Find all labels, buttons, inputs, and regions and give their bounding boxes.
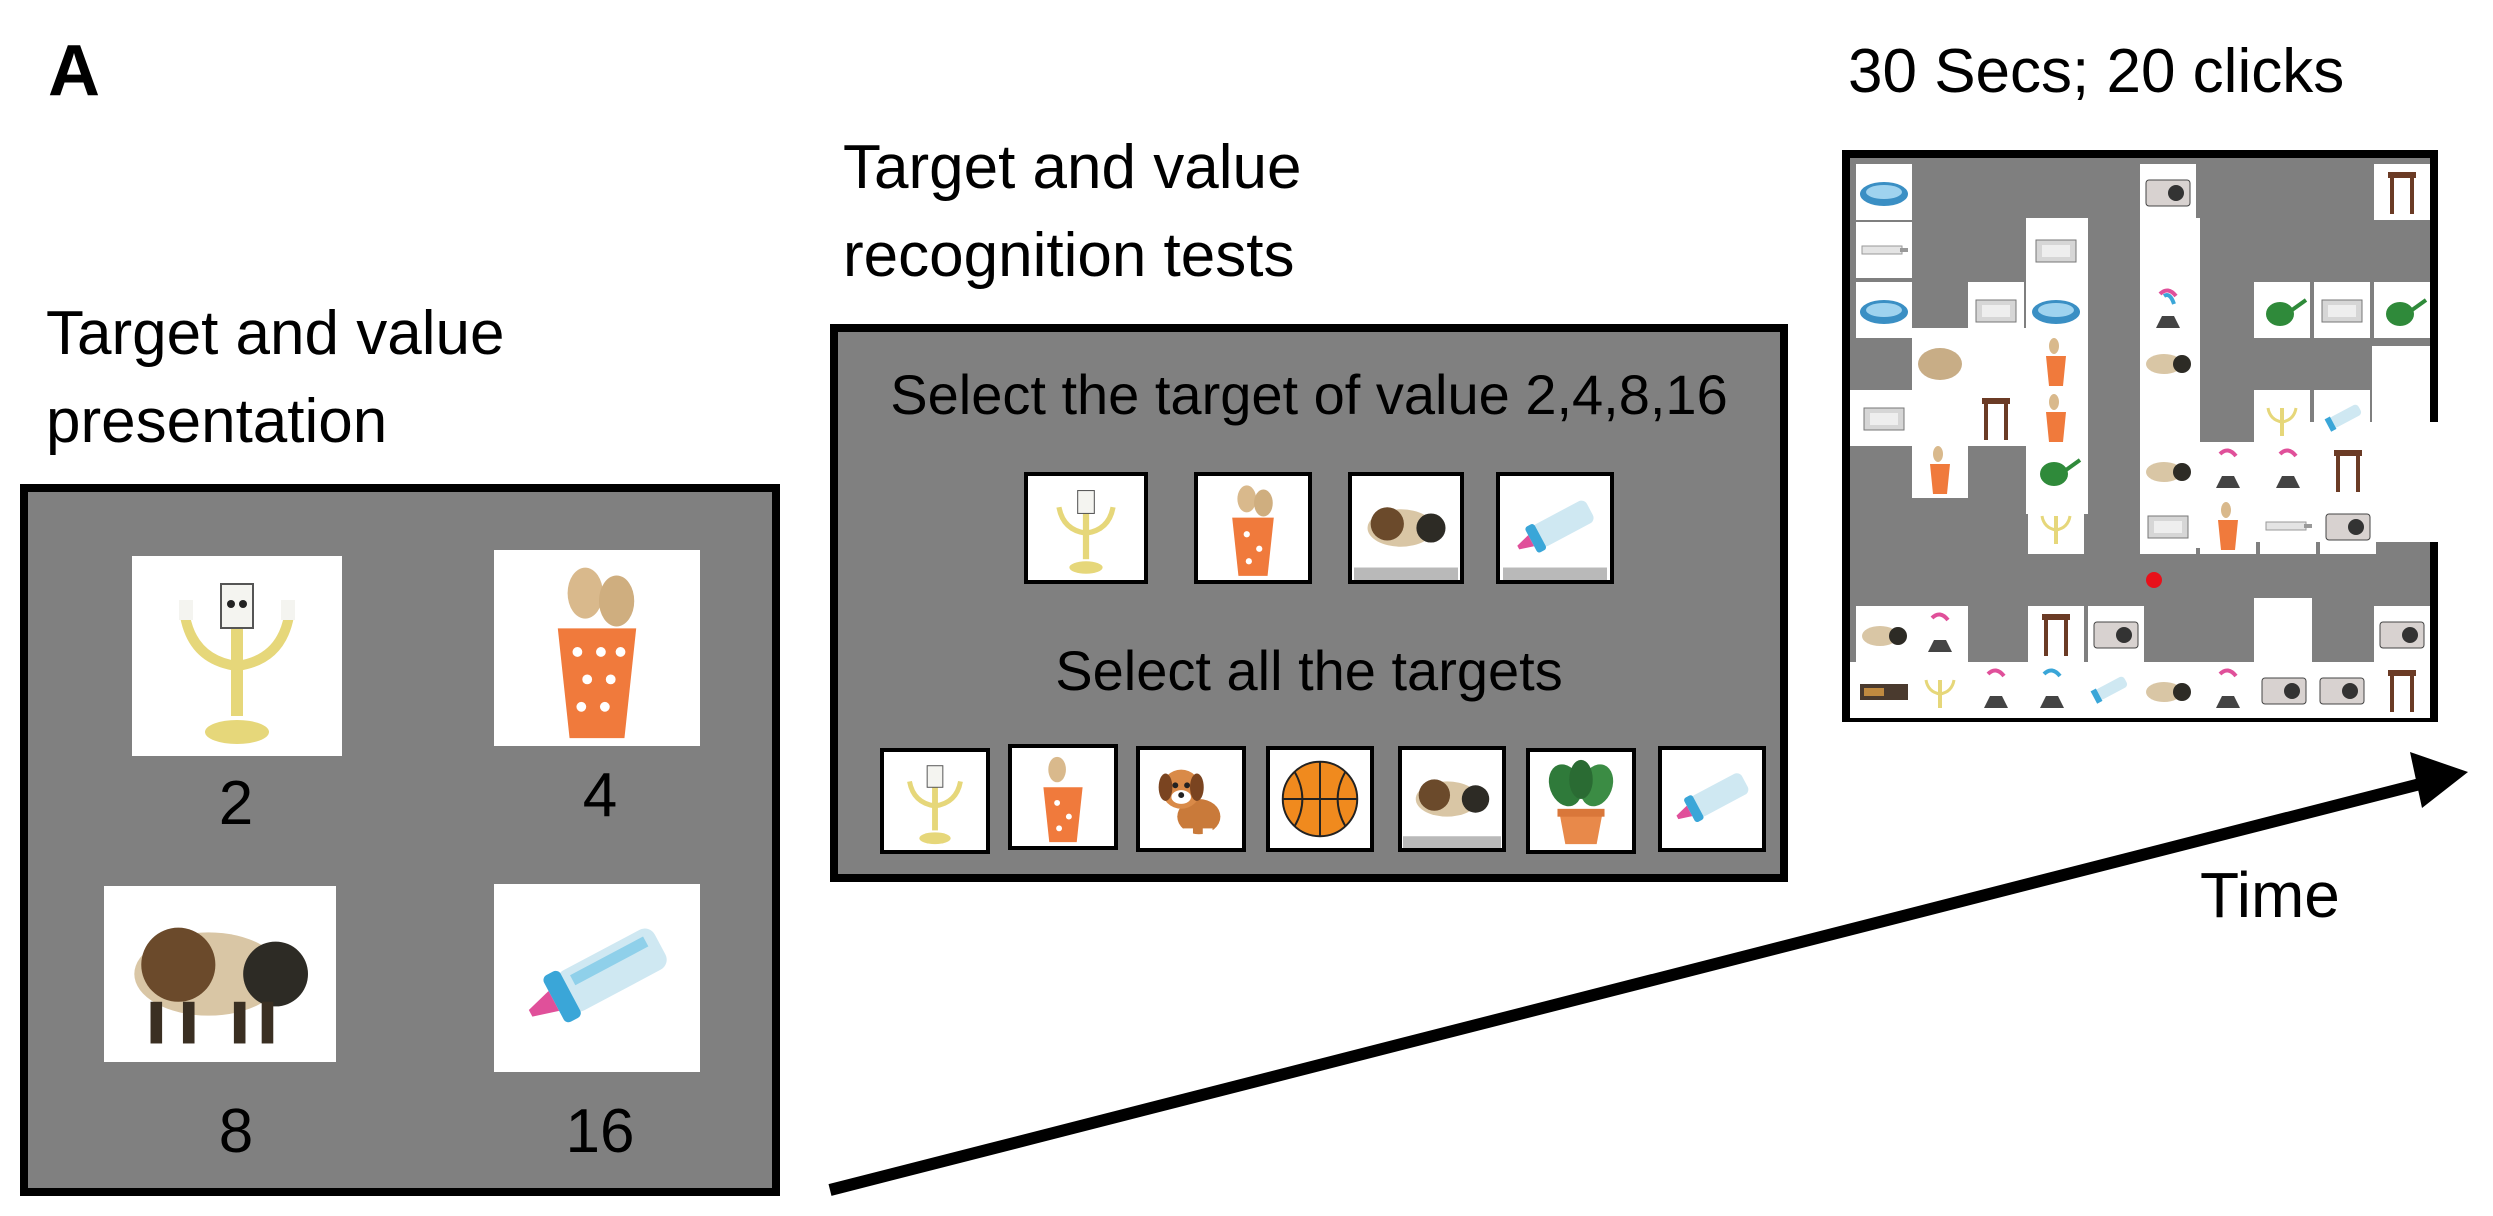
- tray-icon: [2314, 282, 2370, 338]
- maze-corridor: [2372, 346, 2430, 426]
- spoon-cup-icon: [494, 550, 700, 746]
- presentation-panel: 2 4 8 16: [20, 484, 780, 1196]
- camera-icon: [2256, 662, 2312, 718]
- side-table-icon: [2320, 442, 2376, 498]
- recognition-panel: Select the target of value 2,4,8,16: [830, 324, 1788, 882]
- cake-stand-icon: [2200, 442, 2256, 498]
- spoon-cup-icon: [2028, 390, 2084, 446]
- value-recognition-prompt: Select the target of value 2,4,8,16: [890, 363, 1728, 426]
- candelabra-icon: [2028, 498, 2084, 554]
- presentation-heading-line2: presentation: [46, 387, 388, 456]
- cake-stand-icon: [2260, 442, 2316, 498]
- candelabra-icon: [907, 765, 963, 845]
- side-table-icon: [2374, 164, 2430, 220]
- presentation-value-1: 2: [218, 769, 254, 838]
- baby-bottle-icon: [1503, 500, 1607, 580]
- camera-icon: [2140, 164, 2196, 220]
- bison-icon: [1403, 779, 1501, 848]
- bison-icon: [104, 886, 336, 1062]
- bison-icon: [2140, 334, 2196, 390]
- bison-icon: [2140, 662, 2196, 718]
- spoon-cup-icon: [1232, 485, 1274, 576]
- bison-icon: [2140, 442, 2196, 498]
- presentation-heading: Target and value presentation: [46, 290, 504, 466]
- cake-stand-icon: [1968, 662, 2024, 718]
- boat-icon: [2028, 282, 2084, 338]
- boat-icon: [1856, 282, 1912, 338]
- candelabra-icon: [2254, 390, 2310, 446]
- all-choice-baby-bottle[interactable]: [1658, 746, 1766, 852]
- side-table-icon: [1968, 390, 2024, 446]
- tray-icon: [1856, 390, 1912, 446]
- all-choice-puppy[interactable]: [1136, 746, 1246, 852]
- all-choice-bison[interactable]: [1398, 746, 1506, 852]
- basketball-icon: [1281, 760, 1359, 838]
- baby-bottle-icon: [494, 884, 700, 1072]
- recognition-heading-line1: Target and value: [843, 133, 1302, 202]
- bison-icon: [1354, 507, 1458, 580]
- cake-stand-icon: [2024, 662, 2080, 718]
- cursor-dot: [2146, 572, 2162, 588]
- recognition-heading-line2: recognition tests: [843, 221, 1295, 290]
- value-choice-spoon-cup[interactable]: [1194, 472, 1312, 584]
- candelabra-icon: [1912, 662, 1968, 718]
- camera-icon: [2374, 606, 2430, 662]
- watering-can-icon: [2374, 282, 2430, 338]
- side-table-icon: [2028, 606, 2084, 662]
- all-targets-prompt: Select all the targets: [1055, 639, 1563, 702]
- cake-stand-icon: [2200, 662, 2256, 718]
- tray-icon: [2140, 498, 2196, 554]
- presentation-value-2: 4: [582, 761, 618, 830]
- candelabra-icon: [1056, 490, 1116, 574]
- search-heading: 30 Secs; 20 clicks: [1848, 37, 2345, 106]
- radio-icon: [1856, 662, 1912, 718]
- cake-stand-icon: [2140, 282, 2196, 338]
- camera-icon: [2088, 606, 2144, 662]
- value-choice-candelabra[interactable]: [1024, 472, 1148, 584]
- cutting-board-icon: [1856, 222, 1912, 278]
- watering-can-icon: [2254, 282, 2310, 338]
- camera-icon: [2314, 662, 2370, 718]
- bison-icon: [1856, 606, 1912, 662]
- presentation-heading-line1: Target and value: [46, 299, 505, 368]
- value-choice-baby-bottle[interactable]: [1496, 472, 1614, 584]
- boat-icon: [1856, 164, 1912, 220]
- watering-can-icon: [2028, 442, 2084, 498]
- panel-label: A: [48, 31, 100, 111]
- all-choice-potted-plant[interactable]: [1526, 748, 1636, 854]
- spoon-cup-icon: [2200, 498, 2256, 554]
- camera-icon: [2320, 498, 2376, 554]
- spoon-cup-icon: [1043, 756, 1083, 843]
- time-label: Time: [2200, 859, 2340, 931]
- search-maze-panel: [1842, 150, 2464, 722]
- candelabra-icon: [132, 556, 342, 756]
- tray-icon: [1968, 282, 2024, 338]
- cutting-board-icon: [2260, 498, 2316, 554]
- maze-corridor: [2254, 598, 2312, 664]
- side-table-icon: [2374, 662, 2430, 718]
- spoon-cup-icon: [2028, 334, 2084, 390]
- baby-bottle-icon: [1676, 773, 1749, 823]
- all-choice-basketball[interactable]: [1266, 746, 1374, 852]
- all-choice-spoon-cup[interactable]: [1008, 744, 1118, 850]
- presentation-value-4: 16: [565, 1097, 635, 1166]
- baby-bottle-icon: [2080, 662, 2136, 718]
- puppy-icon: [1158, 769, 1221, 841]
- cake-stand-icon: [1912, 606, 1968, 662]
- presentation-value-3: 8: [218, 1097, 254, 1166]
- baby-bottle-icon: [2314, 390, 2370, 446]
- tray-icon: [2028, 222, 2084, 278]
- value-choice-bison[interactable]: [1348, 472, 1464, 584]
- spoon-cup-icon: [1912, 442, 1968, 498]
- all-choice-candelabra[interactable]: [880, 748, 990, 854]
- potted-plant-icon: [1548, 759, 1614, 845]
- recognition-heading: Target and value recognition tests: [843, 124, 1301, 300]
- bread-icon: [1912, 334, 1968, 390]
